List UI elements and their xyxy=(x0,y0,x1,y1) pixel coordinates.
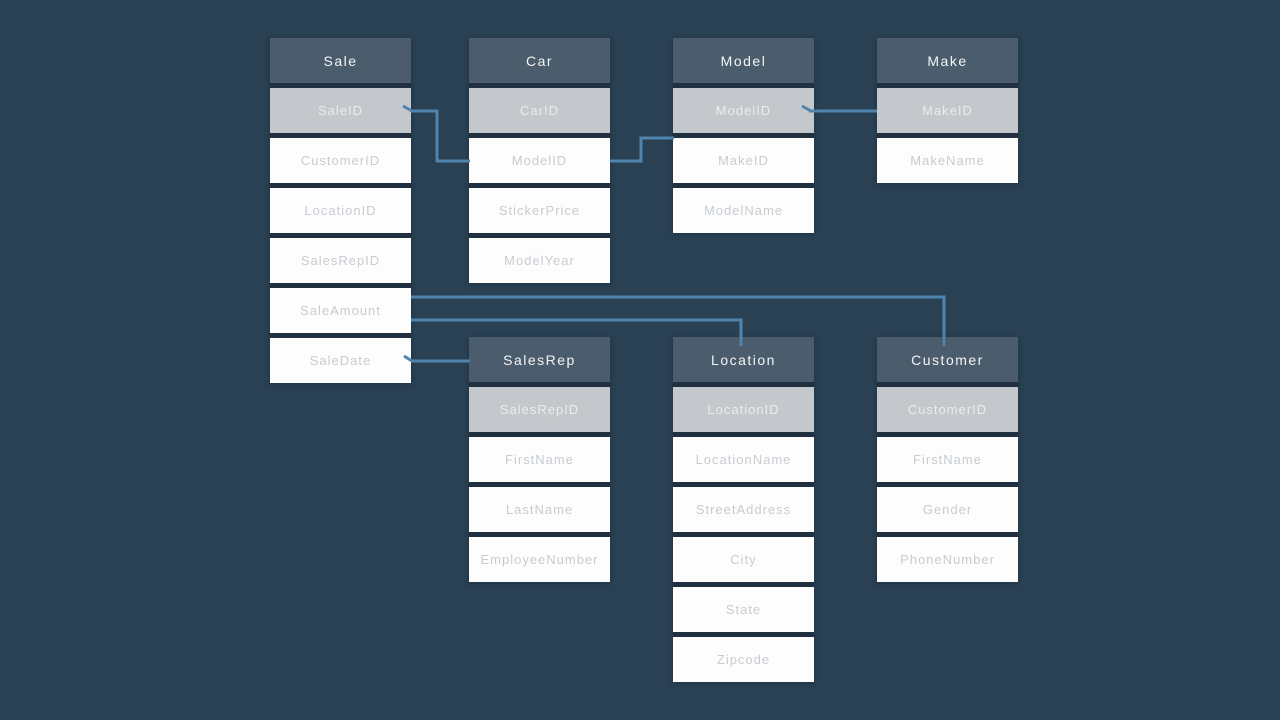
table-location: Location LocationID LocationName StreetA… xyxy=(673,337,814,682)
field-label: Zipcode xyxy=(716,652,771,667)
field-car-modelid: ModelID xyxy=(469,138,610,183)
field-label: ModelID xyxy=(511,153,568,168)
field-salesrep-employeenumber: EmployeeNumber xyxy=(469,537,610,582)
field-label: StreetAddress xyxy=(695,502,792,517)
field-label: LastName xyxy=(505,502,574,517)
field-label: MakeID xyxy=(922,103,973,118)
field-car-stickerprice: StickerPrice xyxy=(469,188,610,233)
connector-sale-car xyxy=(411,109,470,163)
field-make-makename: MakeName xyxy=(877,138,1018,183)
field-sale-saledate: SaleDate xyxy=(270,338,411,383)
field-label: SaleID xyxy=(317,103,364,118)
connector-car-model xyxy=(610,136,674,163)
field-model-modelid: ModelID xyxy=(673,88,814,133)
field-sale-customerid: CustomerID xyxy=(270,138,411,183)
field-salesrep-lastname: LastName xyxy=(469,487,610,532)
field-make-makeid: MakeID xyxy=(877,88,1018,133)
table-title: Location xyxy=(711,351,776,368)
field-label: EmployeeNumber xyxy=(480,552,599,567)
field-label: ModelYear xyxy=(504,253,575,268)
field-label: LocationID xyxy=(707,402,780,417)
field-label: SaleDate xyxy=(309,353,372,368)
field-location-streetaddress: StreetAddress xyxy=(673,487,814,532)
table-model-header: Model xyxy=(673,38,814,83)
table-title: Make xyxy=(927,52,968,69)
field-label: MakeID xyxy=(718,153,769,168)
table-location-header: Location xyxy=(673,337,814,382)
field-label: CustomerID xyxy=(300,153,381,168)
field-model-modelname: ModelName xyxy=(673,188,814,233)
field-label: SalesRepID xyxy=(499,402,580,417)
field-label: CarID xyxy=(520,103,559,118)
table-car: Car CarID ModelID StickerPrice ModelYear xyxy=(469,38,610,283)
table-salesrep-header: SalesRep xyxy=(469,337,610,382)
field-label: State xyxy=(725,602,762,617)
field-label: ModelName xyxy=(703,203,784,218)
field-label: LocationName xyxy=(695,452,792,467)
field-label: ModelID xyxy=(715,103,772,118)
field-location-locationid: LocationID xyxy=(673,387,814,432)
field-sale-locationid: LocationID xyxy=(270,188,411,233)
table-salesrep: SalesRep SalesRepID FirstName LastName E… xyxy=(469,337,610,582)
table-model: Model ModelID MakeID ModelName xyxy=(673,38,814,233)
table-sale: Sale SaleID CustomerID LocationID SalesR… xyxy=(270,38,411,383)
table-customer: Customer CustomerID FirstName Gender Pho… xyxy=(877,337,1018,582)
field-label: FirstName xyxy=(913,452,982,467)
field-customer-firstname: FirstName xyxy=(877,437,1018,482)
field-label: Gender xyxy=(922,502,973,517)
table-title: Sale xyxy=(323,52,358,69)
table-make: Make MakeID MakeName xyxy=(877,38,1018,183)
field-sale-saleid: SaleID xyxy=(270,88,411,133)
field-customer-gender: Gender xyxy=(877,487,1018,532)
field-car-carid: CarID xyxy=(469,88,610,133)
field-salesrep-salesrepid: SalesRepID xyxy=(469,387,610,432)
table-title: Customer xyxy=(911,351,984,368)
field-customer-customerid: CustomerID xyxy=(877,387,1018,432)
table-customer-header: Customer xyxy=(877,337,1018,382)
field-label: SaleAmount xyxy=(300,303,381,318)
table-title: Model xyxy=(720,52,767,69)
field-location-city: City xyxy=(673,537,814,582)
field-location-zipcode: Zipcode xyxy=(673,637,814,682)
field-location-locationname: LocationName xyxy=(673,437,814,482)
table-car-header: Car xyxy=(469,38,610,83)
field-customer-phonenumber: PhoneNumber xyxy=(877,537,1018,582)
field-label: SalesRepID xyxy=(300,253,381,268)
table-title: SalesRep xyxy=(503,351,576,368)
field-label: MakeName xyxy=(910,153,985,168)
field-label: City xyxy=(730,552,757,567)
field-label: FirstName xyxy=(505,452,574,467)
field-model-makeid: MakeID xyxy=(673,138,814,183)
field-label: StickerPrice xyxy=(498,203,581,218)
field-sale-salesrepid: SalesRepID xyxy=(270,238,411,283)
field-sale-saleamount: SaleAmount xyxy=(270,288,411,333)
table-title: Car xyxy=(525,52,554,69)
field-label: PhoneNumber xyxy=(900,552,995,567)
table-sale-header: Sale xyxy=(270,38,411,83)
field-salesrep-firstname: FirstName xyxy=(469,437,610,482)
field-label: LocationID xyxy=(304,203,377,218)
field-label: CustomerID xyxy=(907,402,988,417)
field-location-state: State xyxy=(673,587,814,632)
table-make-header: Make xyxy=(877,38,1018,83)
field-car-modelyear: ModelYear xyxy=(469,238,610,283)
